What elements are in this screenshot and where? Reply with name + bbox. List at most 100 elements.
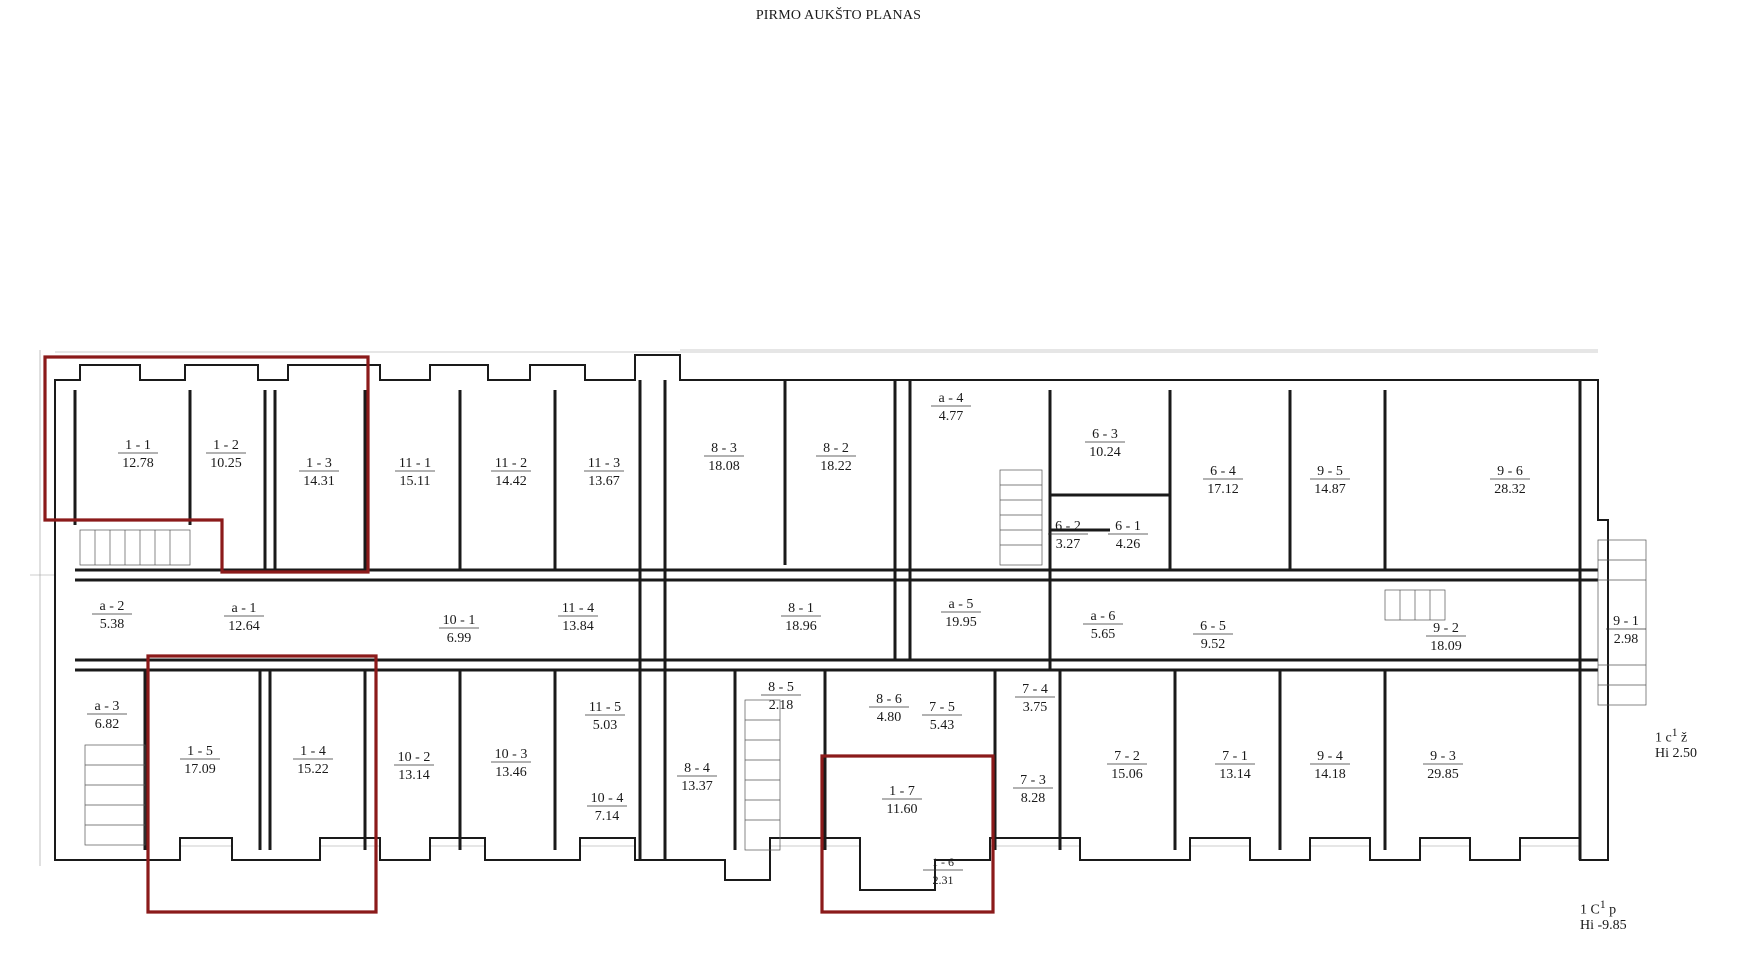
room-id: 1 - 1	[125, 438, 151, 453]
room-label-10-1: 10 - 1 6.99	[439, 613, 479, 646]
room-id: 10 - 1	[443, 613, 476, 628]
room-label-a-4: a - 44.77	[931, 391, 971, 424]
room-label-6-4: 6 - 417.12	[1203, 464, 1243, 497]
room-area: 2.31	[933, 873, 954, 887]
room-label-9-3: 9 - 329.85	[1423, 749, 1463, 782]
room-area: 13.67	[588, 474, 620, 489]
room-label-9-1: 9 - 12.98	[1606, 614, 1646, 647]
room-area: 5.65	[1091, 627, 1116, 642]
room-area: 2.18	[769, 698, 794, 713]
room-label-11-2: 11 - 2 14.42	[491, 456, 531, 489]
room-id: 8 - 3	[711, 441, 737, 456]
room-label-10-4: 10 - 4 7.14	[587, 791, 627, 824]
room-id: 8 - 6	[876, 692, 902, 707]
room-id: 11 - 5	[589, 700, 621, 715]
walls	[54, 354, 1647, 891]
room-label-a-6: a - 65.65	[1083, 609, 1123, 642]
room-area: 12.64	[228, 619, 260, 634]
room-label-8-2: 8 - 218.22	[816, 441, 856, 474]
room-area: 6.99	[447, 631, 472, 646]
room-label-6-5: 6 - 5 9.52	[1193, 619, 1233, 652]
room-id: 6 - 3	[1092, 427, 1118, 442]
room-area: 14.42	[495, 474, 527, 489]
room-label-a-5: a - 519.95	[941, 597, 981, 630]
highlight-rooms-1-1-to-1-3	[43, 355, 370, 574]
room-area: 14.87	[1314, 482, 1346, 497]
room-label-10-2: 10 - 213.14	[394, 750, 434, 783]
room-label-9-4: 9 - 414.18	[1310, 749, 1350, 782]
room-area: 15.22	[297, 762, 329, 777]
room-label-7-1: 7 - 113.14	[1215, 749, 1255, 782]
room-id: 11 - 4	[562, 601, 594, 616]
room-id: 10 - 2	[398, 750, 431, 765]
level-note-upper: 1 c1 ž Hi 2.50	[1655, 725, 1697, 761]
room-area: 5.03	[593, 718, 618, 733]
room-label-8-5: 8 - 52.18	[761, 680, 801, 713]
room-id: 9 - 2	[1433, 621, 1459, 636]
room-label-6-1: 6 - 14.26	[1108, 519, 1148, 552]
room-label-1-5: 1 - 517.09	[180, 744, 220, 777]
room-id: 1 - 3	[306, 456, 332, 471]
room-area: 4.80	[877, 710, 902, 725]
room-area: 15.11	[400, 474, 431, 489]
room-id: 10 - 4	[591, 791, 624, 806]
room-area: 4.77	[939, 409, 964, 424]
room-label-10-3: 10 - 313.46	[491, 747, 531, 780]
room-id: 11 - 2	[495, 456, 527, 471]
room-id: 10 - 3	[495, 747, 528, 762]
room-area: 14.18	[1314, 767, 1346, 782]
room-area: 17.12	[1207, 482, 1239, 497]
highlight-rooms-1-6-1-7	[820, 754, 995, 914]
room-area: 15.06	[1111, 767, 1143, 782]
plan-title: PIRMO AUKŠTO PLANAS	[755, 8, 922, 23]
note-upper-sup: 1	[1671, 726, 1678, 739]
room-area: 13.84	[562, 619, 594, 634]
room-id: 6 - 5	[1200, 619, 1226, 634]
room-id: 1 - 6	[932, 855, 954, 869]
room-label-8-3: 8 - 318.08	[704, 441, 744, 474]
highlight-rooms-1-4-1-5	[146, 654, 378, 914]
room-label-a-3: a - 36.82	[87, 699, 127, 732]
room-id: a - 3	[95, 699, 120, 714]
room-area: 10.25	[210, 456, 242, 471]
room-label-6-2: 6 - 23.27	[1048, 519, 1088, 552]
room-id: 8 - 4	[684, 761, 710, 776]
room-id: a - 5	[949, 597, 974, 612]
room-area: 28.32	[1494, 482, 1526, 497]
room-id: 1 - 7	[889, 784, 915, 799]
room-label-8-6: 8 - 6 4.80	[869, 692, 909, 725]
room-label-1-3: 1 - 314.31	[299, 456, 339, 489]
room-id: 8 - 1	[788, 601, 814, 616]
note-upper-suffix: ž	[1677, 730, 1688, 746]
room-area: 18.22	[820, 459, 852, 474]
room-area: 7.14	[595, 809, 620, 824]
note-lower-code: 1 C	[1580, 902, 1600, 918]
highlight-boxes	[43, 355, 995, 914]
room-id: 9 - 3	[1430, 749, 1456, 764]
room-label-11-1: 11 - 115.11	[395, 456, 435, 489]
room-label-7-5: 7 - 55.43	[922, 700, 962, 733]
note-lower-suffix: p	[1605, 902, 1617, 918]
room-area: 18.09	[1430, 639, 1462, 654]
note-upper-code: 1 c	[1655, 730, 1672, 746]
room-area: 5.43	[930, 718, 955, 733]
room-label-7-3: 7 - 38.28	[1013, 773, 1053, 806]
room-label-11-5: 11 - 5 5.03	[585, 700, 625, 733]
room-labels: 1 - 1 12.78 1 - 210.25 1 - 314.31 11 - 115.1…	[87, 391, 1646, 887]
room-label-8-4: 8 - 413.37	[677, 761, 717, 794]
room-label-1-2: 1 - 210.25	[206, 438, 246, 471]
room-id: 9 - 1	[1613, 614, 1639, 629]
level-note-lower: 1 C1 p Hi -9.85	[1580, 897, 1627, 933]
room-id: 9 - 5	[1317, 464, 1343, 479]
room-label-8-1: 8 - 118.96	[781, 601, 821, 634]
note-upper-height: Hi 2.50	[1655, 745, 1697, 761]
room-label-6-3: 6 - 310.24	[1085, 427, 1125, 460]
room-id: 1 - 4	[300, 744, 326, 759]
room-area: 12.78	[122, 456, 154, 471]
room-area: 9.52	[1201, 637, 1226, 652]
room-label-1-7: 1 - 711.60	[882, 784, 922, 817]
interior-walls	[73, 380, 1598, 860]
room-id: 9 - 6	[1497, 464, 1523, 479]
room-area: 3.27	[1056, 537, 1081, 552]
room-area: 4.26	[1116, 537, 1141, 552]
